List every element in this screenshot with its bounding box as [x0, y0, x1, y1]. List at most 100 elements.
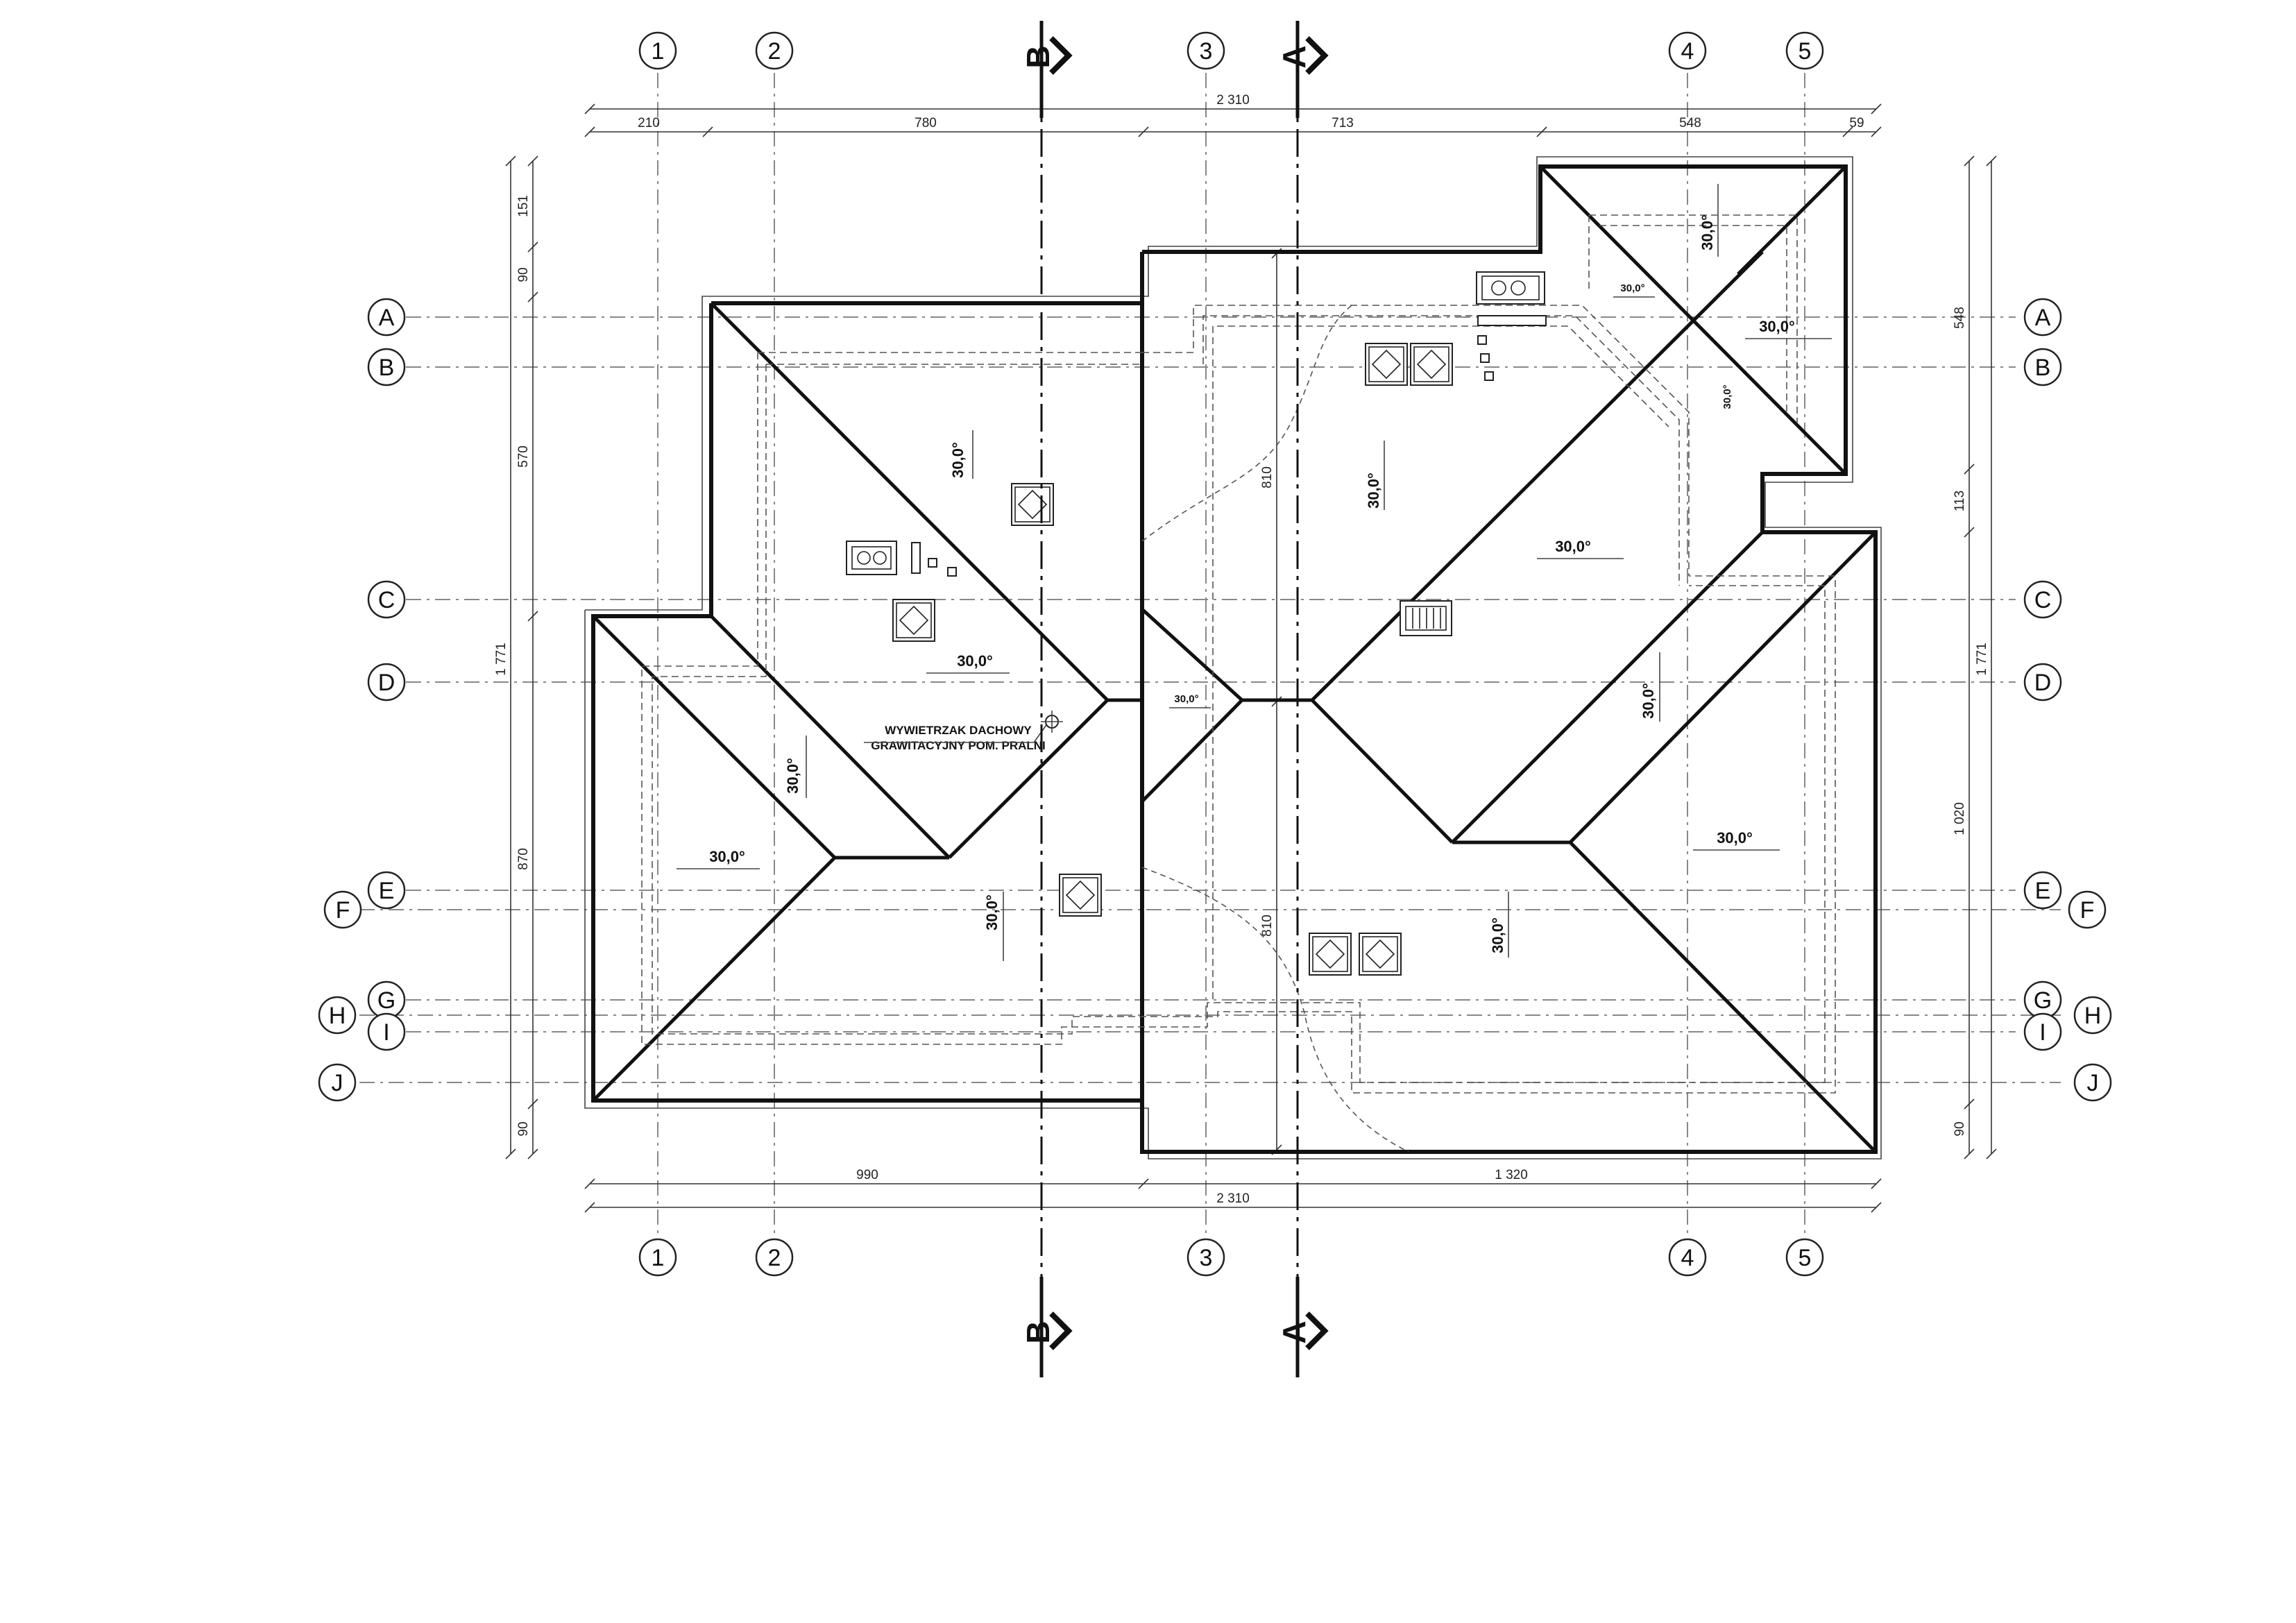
row-label-I-left: I [383, 1019, 389, 1046]
slope-label-small-1: 30,0° [1620, 282, 1644, 294]
column-bubbles-top: 1 2 3 4 5 [638, 31, 1824, 70]
row-label-G-left: G [377, 987, 396, 1014]
chimney-icon [1476, 271, 1545, 305]
vent-grille-icon [1400, 600, 1452, 636]
column-label-3-bottom: 3 [1200, 1245, 1213, 1271]
row-label-D-right: D [2034, 670, 2052, 696]
column-label-2-top: 2 [768, 38, 781, 65]
slope-label-11: 30,0° [1699, 214, 1716, 250]
slope-label-12: 30,0° [1759, 318, 1795, 335]
skylight-icon [1359, 933, 1402, 976]
slope-label-2: 30,0° [957, 652, 993, 670]
roof-vent-note: WYWIETRZAK DACHOWY GRAWITACYJNY POM. PRA… [864, 711, 1063, 752]
roof-overhang-outline [584, 156, 1882, 1159]
dim-left-seg-2: 90 [516, 267, 531, 282]
column-label-4-top: 4 [1681, 38, 1694, 65]
slope-label-10: 30,0° [1489, 917, 1506, 953]
row-label-F-right: F [2080, 897, 2095, 924]
chimneys [846, 271, 1547, 636]
slope-label-3: 30,0° [784, 758, 801, 794]
skylight-icon [1365, 343, 1408, 386]
dim-right-seg-1: 548 [1953, 307, 1967, 329]
slope-label-5: 30,0° [983, 894, 1001, 931]
dim-top-seg-3: 713 [1332, 116, 1354, 130]
dim-left-seg-5: 90 [516, 1121, 531, 1136]
section-label-A-top: A [1276, 45, 1312, 68]
row-bubbles-left: A B C D E F G H I J [318, 298, 406, 1102]
curves [1141, 305, 1409, 1153]
column-label-1-top: 1 [652, 38, 665, 65]
dim-bottom-seg-2: 1 320 [1495, 1168, 1528, 1182]
dim-right-seg-2: 113 [1953, 491, 1967, 511]
row-label-A-left: A [379, 305, 395, 331]
skylights [892, 343, 1453, 976]
dim-top-seg-5: 59 [1849, 116, 1864, 130]
skylight-icon [1059, 874, 1102, 917]
row-label-H-left: H [329, 1003, 346, 1029]
column-bubbles-bottom: 1 2 3 4 5 [638, 1238, 1824, 1277]
section-arrow-icon [1305, 1311, 1329, 1350]
dim-top-seg-1: 210 [638, 116, 660, 130]
dim-inner-lower: 810 [1260, 915, 1275, 937]
chimney-icon [846, 541, 897, 575]
column-label-5-bottom: 5 [1798, 1245, 1812, 1271]
top-dimensions: 2 310 210 780 713 548 59 [584, 93, 1882, 137]
wall-outline-dashed [641, 214, 1836, 1094]
dim-right-seg-3: 1 020 [1953, 802, 1967, 835]
column-label-4-bottom: 4 [1681, 1245, 1694, 1271]
row-grid-lines [359, 316, 2061, 1083]
dim-right-total: 1 771 [1975, 643, 1989, 676]
dim-left-seg-4: 870 [516, 848, 531, 870]
row-label-C-right: C [2034, 587, 2052, 613]
slope-label-8: 30,0° [1640, 683, 1657, 719]
slope-label-1: 30,0° [949, 442, 967, 478]
row-label-J-left: J [332, 1070, 343, 1096]
section-label-B-top: B [1020, 45, 1056, 68]
slope-label-7: 30,0° [1555, 538, 1591, 555]
row-label-I-right: I [2039, 1019, 2046, 1046]
row-label-B-left: B [379, 355, 395, 381]
dim-top-seg-2: 780 [915, 116, 937, 130]
dim-top-seg-4: 548 [1679, 116, 1701, 130]
skylight-icon [892, 599, 935, 642]
column-label-3-top: 3 [1200, 38, 1213, 65]
skylight-icon [1309, 933, 1352, 976]
row-label-A-right: A [2035, 305, 2051, 331]
dim-left-total: 1 771 [494, 643, 509, 676]
row-label-E-left: E [379, 878, 395, 904]
section-label-B-bottom: B [1020, 1320, 1056, 1343]
row-label-D-left: D [378, 670, 396, 696]
dim-bottom-seg-1: 990 [856, 1168, 878, 1182]
dim-right-seg-4: 90 [1953, 1121, 1967, 1136]
dim-bottom-total: 2 310 [1216, 1191, 1250, 1206]
section-arrow-icon [1049, 1311, 1073, 1350]
row-label-B-right: B [2035, 355, 2051, 381]
slope-label-6: 30,0° [1365, 473, 1382, 509]
skylight-icon [1410, 343, 1453, 386]
column-label-1-bottom: 1 [652, 1245, 665, 1271]
slope-label-small-2: 30,0° [1174, 693, 1198, 705]
section-arrow-icon [1305, 36, 1329, 75]
slope-label-small-3: 30,0° [1721, 384, 1733, 409]
row-label-F-left: F [336, 897, 350, 924]
dim-left-seg-3: 570 [516, 445, 531, 468]
dim-inner-upper: 810 [1260, 466, 1275, 488]
row-label-H-right: H [2084, 1003, 2102, 1029]
section-label-A-bottom: A [1276, 1320, 1312, 1343]
roof-hips-ridges [592, 165, 1877, 1153]
left-dimensions: 1 771 151 90 570 870 90 [494, 155, 538, 1159]
row-label-J-right: J [2087, 1070, 2099, 1096]
slope-label-4: 30,0° [709, 848, 745, 865]
row-bubbles-right: A B C D E F G H I J [2023, 298, 2112, 1102]
column-grid-lines [657, 73, 1805, 1239]
dim-top-total: 2 310 [1216, 93, 1250, 108]
section-cuts: B A B A [1020, 21, 1329, 1377]
bottom-dimensions: 990 1 320 2 310 [584, 1168, 1882, 1213]
row-label-G-right: G [2034, 987, 2052, 1014]
note-line-1: WYWIETRZAK DACHOWY [885, 724, 1032, 737]
column-label-5-top: 5 [1798, 38, 1812, 65]
note-line-2: GRAWITACYJNY POM. PRALNI [871, 739, 1046, 752]
dim-left-seg-1: 151 [516, 195, 531, 217]
skylight-icon [1011, 483, 1054, 526]
